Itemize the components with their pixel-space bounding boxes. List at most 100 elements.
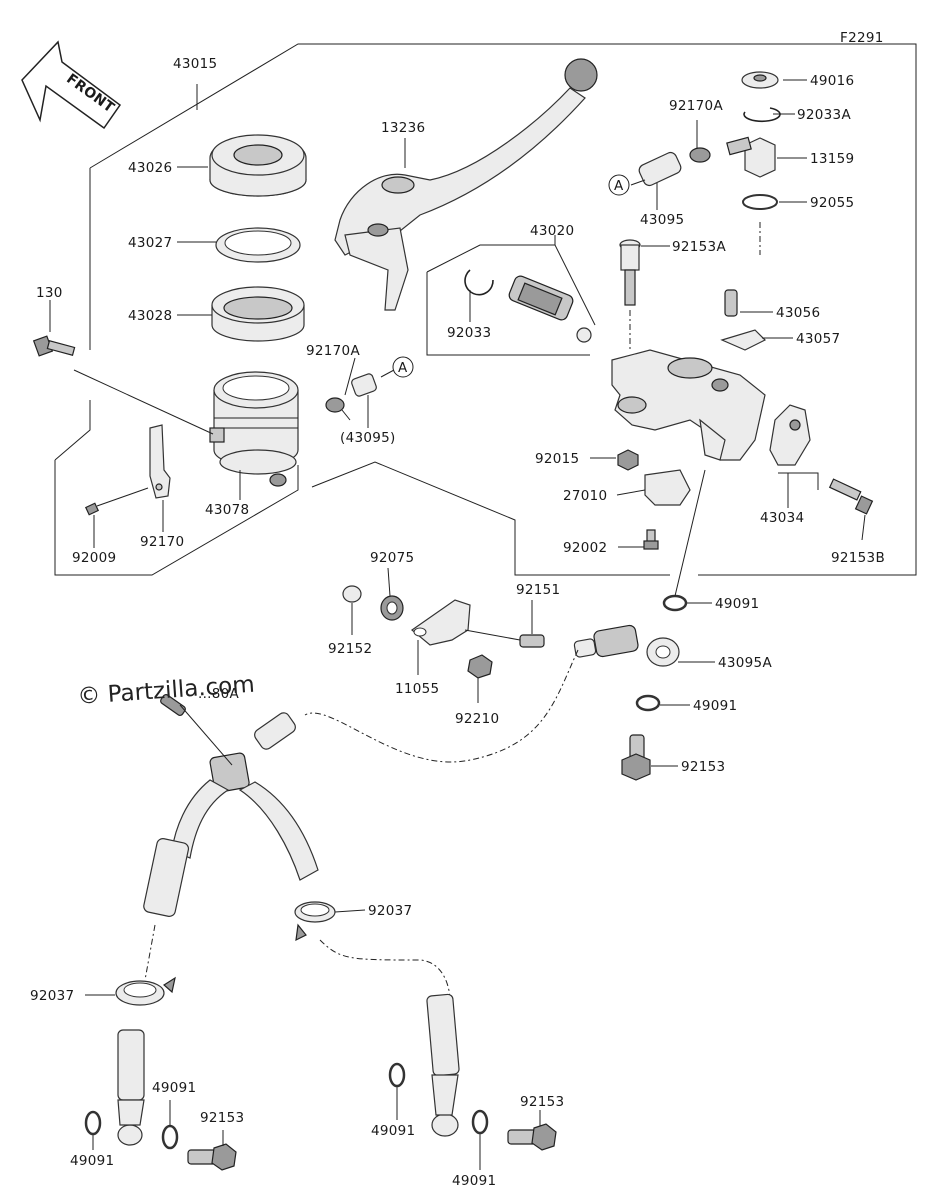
diagram-code: F2291: [840, 30, 884, 46]
label-49091-e: 49091: [371, 1123, 415, 1139]
label-92055: 92055: [810, 195, 854, 211]
label-43020: 43020: [530, 223, 574, 239]
hose-left-upper: [171, 779, 230, 859]
o-ring-92055: [742, 194, 778, 210]
bracket-92170: [149, 424, 171, 499]
svg-text:A: A: [398, 360, 408, 376]
washer-49091-a: [662, 594, 688, 612]
bolt-92153A: [619, 239, 641, 350]
splitter-block: [160, 694, 296, 793]
banjo-bolt-92153-c: [507, 1123, 557, 1151]
label-130: 130: [36, 285, 63, 301]
clamp-92037-b: [294, 901, 336, 942]
reservoir-cap-43026: [209, 134, 307, 197]
bolt-92153B: [828, 478, 874, 515]
piston-assembly-43020: [508, 275, 592, 343]
hose-line-left: [144, 924, 156, 981]
label-43095-paren: (43095): [340, 430, 396, 446]
switch-27010: [644, 469, 691, 506]
hose-43095-mid: [351, 373, 377, 397]
label-92009: 92009: [72, 550, 116, 566]
leader-lines: [49, 79, 866, 1170]
hose-43095-top: [638, 151, 682, 187]
lever-13236: [334, 58, 598, 311]
collar-92075: [380, 595, 404, 621]
bleeder-43056: [724, 289, 738, 317]
label-49016: 49016: [810, 73, 854, 89]
label-92210: 92210: [455, 711, 499, 727]
master-cylinder-body: [611, 349, 766, 461]
label-43056: 43056: [776, 305, 820, 321]
label-92033: 92033: [447, 325, 491, 341]
label-92153B: 92153B: [831, 550, 885, 566]
bolt-130: [32, 335, 76, 357]
label-43027: 43027: [128, 235, 172, 251]
label-92153-b: 92153: [200, 1110, 244, 1126]
washer-49091-b: [635, 694, 661, 712]
label-92037-b: 92037: [368, 903, 412, 919]
label-92033A: 92033A: [797, 107, 851, 123]
circlip-92033A: [743, 107, 781, 123]
label-49091-b: 49091: [693, 698, 737, 714]
banjo-bolt-92153-b: [187, 1143, 237, 1171]
banjo-fitting-43095A: [573, 624, 680, 667]
fitting-lower-left: [117, 1029, 145, 1146]
label-11055: 11055: [395, 681, 439, 697]
fitting-13159: [726, 136, 776, 178]
label-43026: 43026: [128, 160, 172, 176]
snap-ring-92033: [464, 269, 494, 296]
label-92170A-mid: 92170A: [306, 343, 360, 359]
assembly-outline: [54, 43, 917, 576]
label-92153A: 92153A: [672, 239, 726, 255]
hose-left-sleeve: [143, 838, 190, 918]
washer-49091-e: [388, 1062, 406, 1088]
bleeder-cap-43057: [720, 329, 767, 351]
screw-92009: [84, 487, 149, 516]
hose-line-right: [319, 939, 451, 1001]
label-27010: 27010: [563, 488, 607, 504]
washer-49091-c: [84, 1110, 102, 1136]
label-43034: 43034: [760, 510, 804, 526]
washer-49091-d: [161, 1124, 179, 1150]
label-49091-c: 49091: [70, 1153, 114, 1169]
clamp-43034: [769, 404, 811, 466]
label-49091-d: 49091: [152, 1080, 196, 1096]
bolt-92151: [519, 634, 545, 648]
diaphragm-43028: [211, 286, 305, 342]
bracket-11055: [411, 599, 471, 646]
label-92153-a: 92153: [681, 759, 725, 775]
clamp-92037-a: [115, 976, 176, 1006]
clip-92170A-mid: [325, 397, 351, 421]
label-43095A: 43095A: [718, 655, 772, 671]
subassembly-43020-outline: [426, 235, 596, 356]
washer-92152: [342, 585, 362, 603]
label-43015: 43015: [173, 56, 217, 72]
label-13159: 13159: [810, 151, 854, 167]
nut-92210: [467, 654, 493, 679]
callout-a-mid: A: [392, 356, 414, 378]
label-49091-a: 49091: [715, 596, 759, 612]
banjo-bolt-92153-a: [621, 734, 651, 781]
hose-right-upper: [238, 781, 319, 881]
front-arrow-icon: FRONT: [21, 40, 122, 130]
callout-a-top: A: [608, 174, 630, 196]
washer-49091-f: [471, 1109, 489, 1135]
label-92015: 92015: [535, 451, 579, 467]
label-92152: 92152: [328, 641, 372, 657]
label-13236: 13236: [381, 120, 425, 136]
screw-92002: [643, 529, 659, 550]
label-43096A-partial: ...80A: [198, 686, 240, 702]
label-43078: 43078: [205, 502, 249, 518]
label-92002: 92002: [563, 540, 607, 556]
reservoir-body-43078: [209, 371, 299, 487]
cap-49016: [741, 71, 779, 89]
label-92170A-top: 92170A: [669, 98, 723, 114]
label-92037-a: 92037: [30, 988, 74, 1004]
nut-92015: [617, 449, 639, 471]
fitting-lower-right: [426, 993, 460, 1137]
label-92075: 92075: [370, 550, 414, 566]
label-43095: 43095: [640, 212, 684, 228]
label-92151: 92151: [516, 582, 560, 598]
hose-line-top: [304, 649, 579, 763]
